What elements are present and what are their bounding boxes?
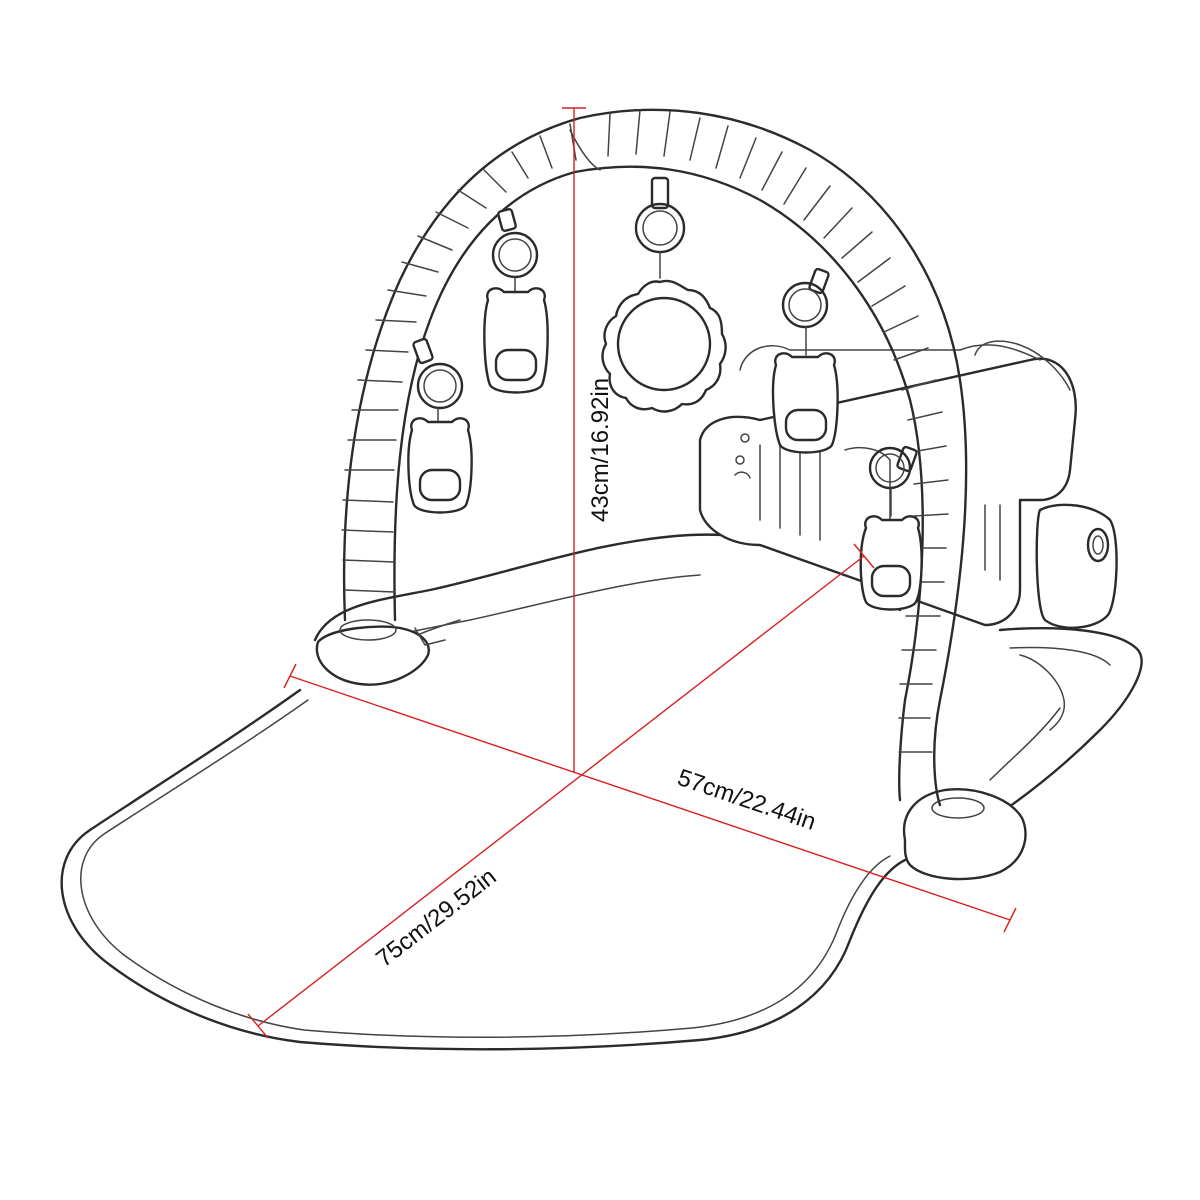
hanging-toy-sun-mirror <box>601 176 727 413</box>
width-dimension-cap-left <box>283 663 297 689</box>
length-dimension-line <box>257 555 865 1027</box>
length-label: 75cm/29.52in <box>371 863 501 973</box>
width-dimension-cap-right <box>1003 907 1017 933</box>
width-label: 57cm/22.44in <box>674 764 819 836</box>
dimension-lines <box>247 107 1017 1039</box>
height-label: 43cm/16.92in <box>587 378 614 522</box>
width-dimension-line <box>289 675 1011 921</box>
length-dimension-cap-front <box>247 1013 269 1039</box>
base-tray <box>313 533 1143 881</box>
hanging-toy-bear-center-left <box>483 208 549 394</box>
hanging-toy-bear-center-right <box>771 267 839 454</box>
hanging-toys <box>407 176 923 611</box>
hanging-toy-bear-right <box>859 445 923 611</box>
hanging-toy-bear-left <box>407 337 473 514</box>
length-dimension-cap-back <box>853 543 875 569</box>
